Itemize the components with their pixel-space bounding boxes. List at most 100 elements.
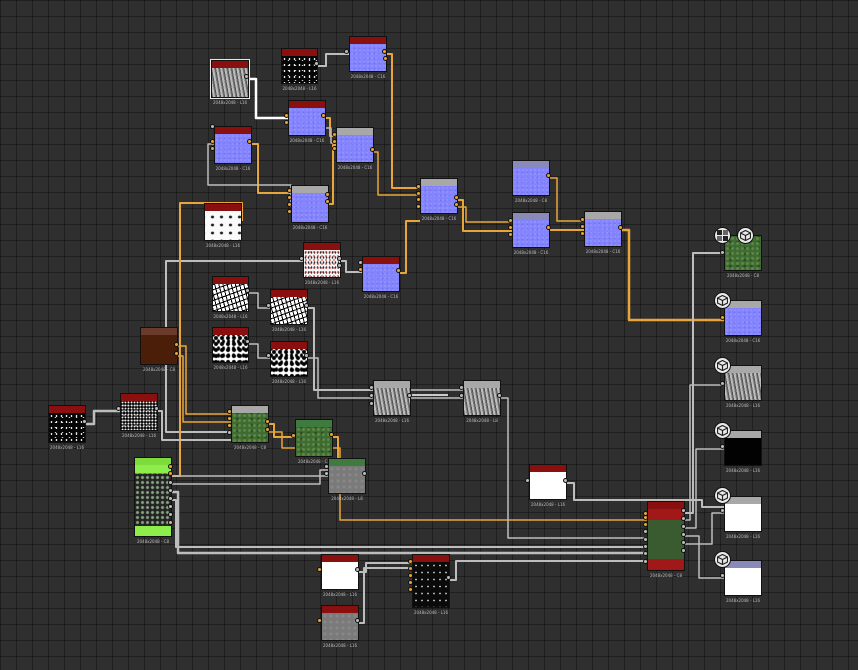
node-port[interactable] (304, 303, 309, 308)
node-port[interactable] (563, 478, 568, 483)
graph-node[interactable] (204, 203, 242, 241)
node-port[interactable] (287, 202, 292, 207)
node-port[interactable] (446, 575, 451, 580)
node-port[interactable] (358, 267, 363, 272)
node-port[interactable] (643, 522, 648, 527)
node-port[interactable] (396, 268, 401, 273)
node-port[interactable] (408, 580, 413, 585)
connection-wire[interactable] (172, 490, 647, 555)
node-port[interactable] (168, 464, 173, 469)
node-port[interactable] (245, 339, 250, 344)
node-port[interactable] (317, 618, 322, 623)
node-port[interactable] (299, 256, 304, 261)
node-port[interactable] (383, 56, 388, 61)
connection-wire[interactable] (308, 357, 373, 399)
connection-wire[interactable] (178, 355, 231, 423)
connection-wire[interactable] (458, 206, 512, 223)
node-port[interactable] (369, 393, 374, 398)
node-port[interactable] (525, 478, 530, 483)
node-port[interactable] (355, 567, 360, 572)
node-port[interactable] (681, 532, 686, 537)
graph-node[interactable] (140, 327, 178, 365)
node-port[interactable] (407, 393, 412, 398)
node-port[interactable] (265, 427, 270, 432)
node-port[interactable] (284, 120, 289, 125)
cube-icon[interactable] (714, 292, 731, 309)
node-port[interactable] (168, 520, 173, 525)
node-port[interactable] (362, 471, 367, 476)
graph-node[interactable] (48, 405, 86, 443)
node-port[interactable] (459, 393, 464, 398)
graph-node[interactable] (349, 36, 387, 72)
node-port[interactable] (284, 113, 289, 118)
node-port[interactable] (287, 209, 292, 214)
node-port[interactable] (508, 225, 513, 230)
node-port[interactable] (321, 113, 326, 118)
node-port[interactable] (287, 195, 292, 200)
node-port[interactable] (168, 471, 173, 476)
connection-wire[interactable] (400, 220, 420, 274)
node-port[interactable] (497, 393, 502, 398)
graph-node[interactable] (212, 276, 249, 312)
node-port[interactable] (459, 385, 464, 390)
node-port[interactable] (325, 192, 330, 197)
node-port[interactable] (508, 218, 513, 223)
graph-node[interactable] (529, 464, 567, 500)
node-port[interactable] (643, 559, 648, 564)
graph-node[interactable] (214, 126, 252, 164)
node-port[interactable] (358, 260, 363, 265)
cube-icon[interactable] (714, 487, 731, 504)
node-port[interactable] (508, 232, 513, 237)
graph-node[interactable] (412, 554, 450, 608)
node-port[interactable] (314, 61, 319, 66)
node-port[interactable] (344, 49, 349, 54)
node-port[interactable] (227, 423, 232, 428)
node-port[interactable] (643, 515, 648, 520)
node-port[interactable] (681, 524, 686, 529)
graph-node[interactable] (724, 300, 762, 336)
node-port[interactable] (681, 548, 686, 553)
node-port[interactable] (720, 381, 725, 386)
graph-node[interactable] (321, 554, 359, 590)
graph-node[interactable] (724, 430, 762, 466)
node-port[interactable] (287, 188, 292, 193)
connection-wire[interactable] (622, 228, 724, 322)
graph-node[interactable] (134, 457, 172, 537)
connection-wire[interactable] (249, 343, 270, 359)
graph-node[interactable] (336, 127, 374, 163)
graph-node[interactable] (288, 100, 326, 136)
connection-wire[interactable] (685, 512, 724, 545)
node-port[interactable] (546, 225, 551, 230)
node-port[interactable] (720, 444, 725, 449)
connection-wire[interactable] (329, 144, 336, 205)
graph-node[interactable] (463, 380, 501, 416)
node-port[interactable] (681, 540, 686, 545)
graph-node[interactable] (270, 289, 308, 325)
graph-node[interactable] (321, 605, 359, 641)
node-port[interactable] (329, 432, 334, 437)
graph-node[interactable] (210, 59, 250, 99)
connection-wire[interactable] (249, 77, 288, 120)
cube-icon[interactable] (714, 422, 731, 439)
node-port[interactable] (369, 385, 374, 390)
node-port[interactable] (454, 195, 459, 200)
node-port[interactable] (227, 430, 232, 435)
node-port[interactable] (643, 544, 648, 549)
connection-wire[interactable] (178, 345, 231, 415)
connection-wire[interactable] (252, 143, 291, 194)
node-port[interactable] (408, 559, 413, 564)
node-port[interactable] (154, 406, 159, 411)
connection-wire[interactable] (158, 410, 231, 441)
connection-wire[interactable] (359, 567, 412, 624)
node-port[interactable] (266, 353, 271, 358)
node-port[interactable] (681, 516, 686, 521)
node-port[interactable] (416, 197, 421, 202)
connection-wire[interactable] (685, 448, 724, 529)
graph-node[interactable] (724, 560, 762, 596)
graph-node[interactable] (420, 178, 458, 214)
graph-node[interactable] (295, 419, 333, 457)
graph-node[interactable] (270, 341, 308, 377)
node-port[interactable] (408, 566, 413, 571)
node-port[interactable] (416, 191, 421, 196)
